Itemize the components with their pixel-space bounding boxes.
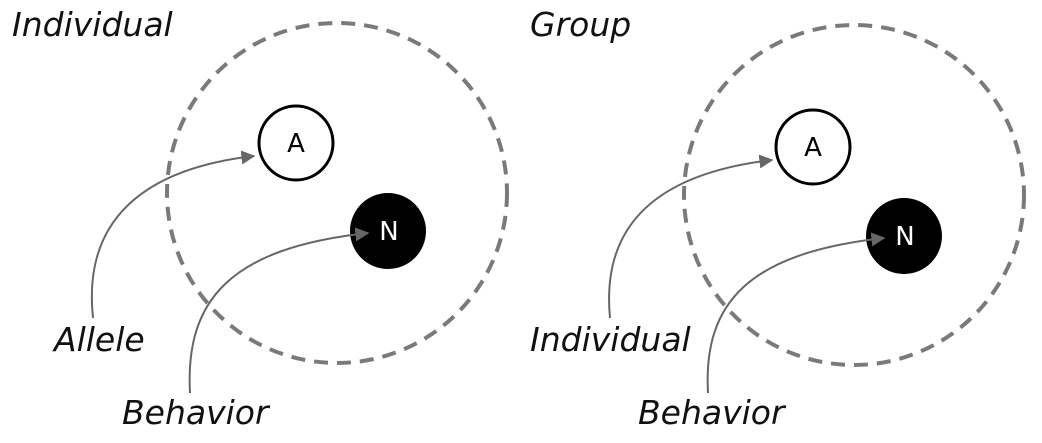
panel-individual: Individual A N Allele Behavior: [12, 5, 509, 432]
node-a-circle: [257, 104, 335, 182]
boundary-dashed-circle: [165, 21, 509, 365]
panel-title: Group: [530, 5, 631, 44]
node-a-label: A: [287, 129, 305, 159]
panel-group: Group A N Individual Behavior: [530, 5, 1026, 432]
arrow-behavior-to-n: [188, 227, 370, 394]
node-n-circle: [350, 193, 426, 269]
source-label-allele: Allele: [52, 320, 145, 359]
node-n-circle: [866, 198, 942, 274]
boundary-dashed-circle: [682, 23, 1026, 367]
node-a-label: A: [804, 133, 822, 163]
source-label-individual: Individual: [530, 320, 691, 359]
source-label-behavior: Behavior: [638, 393, 787, 432]
arrow-individual-to-a: [608, 154, 774, 319]
source-label-behavior: Behavior: [122, 393, 271, 432]
node-n-label: N: [895, 222, 914, 252]
arrow-allele-to-a: [90, 150, 256, 319]
node-a-circle: [774, 108, 852, 186]
node-n-label: N: [379, 217, 398, 247]
panel-title: Individual: [12, 5, 173, 44]
arrow-behavior-to-n: [706, 232, 886, 394]
